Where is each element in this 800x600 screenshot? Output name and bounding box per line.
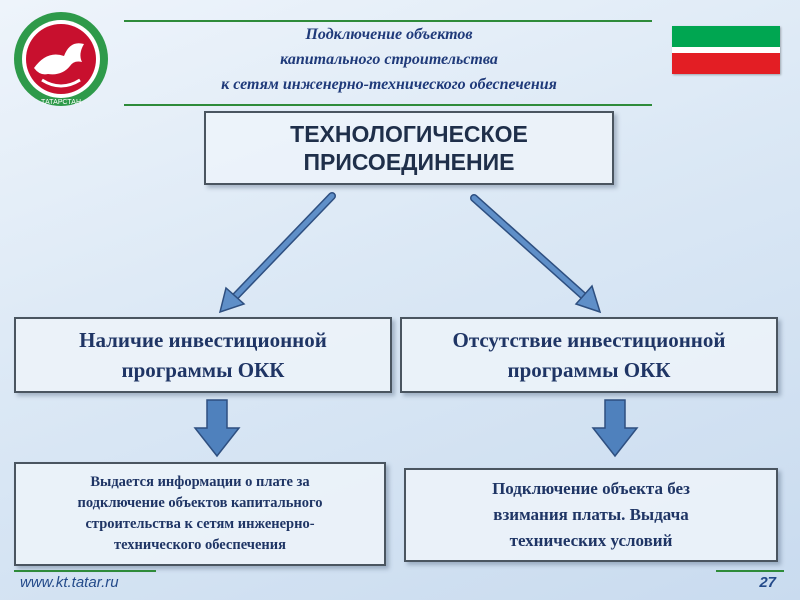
title-line: к сетям инженерно-технического обеспечен…	[221, 76, 557, 93]
footer-url[interactable]: www.kt.tatar.ru	[20, 574, 119, 591]
branch-result-line: технических условий	[509, 531, 673, 550]
branch-result-line: взимания платы. Выдача	[493, 505, 689, 524]
header-top-line	[124, 20, 652, 22]
branch-heading-box-left: Наличие инвестиционной программы ОКК	[14, 317, 392, 393]
flag-stripe-white	[672, 47, 780, 53]
arrow-right-diagonal	[470, 194, 602, 314]
arrow-left-diagonal	[218, 192, 336, 314]
emblem-icon: ТАТАРСТАН	[14, 12, 108, 106]
branch-result-line: строительства к сетям инженерно-	[85, 516, 315, 532]
branch-result-box-right: Подключение объекта без взимания платы. …	[404, 468, 778, 562]
flag-stripe-red	[672, 53, 780, 74]
header-bottom-line	[124, 104, 652, 106]
title-line: капитального строительства	[280, 51, 498, 68]
branch-result-line: подключение объектов капитального	[77, 495, 323, 511]
branch-result-line: технического обеспечения	[114, 537, 286, 553]
footer-line-right	[716, 570, 784, 572]
title-line: Подключение объектов	[305, 26, 473, 43]
branch-result-line: Выдается информации о плате за	[90, 474, 310, 490]
emblem-ring-text: ТАТАРСТАН	[41, 99, 81, 106]
branch-heading-line: Наличие инвестиционной	[79, 328, 327, 352]
tatarstan-flag	[672, 26, 780, 74]
arrow-down-right	[591, 399, 639, 458]
branch-heading-line: программы ОКК	[507, 358, 671, 382]
branch-heading-line: Отсутствие инвестиционной	[452, 328, 726, 352]
branch-heading-box-right: Отсутствие инвестиционной программы ОКК	[400, 317, 778, 393]
root-node-line: ПРИСОЕДИНЕНИЕ	[303, 149, 515, 175]
root-node-box: ТЕХНОЛОГИЧЕСКОЕ ПРИСОЕДИНЕНИЕ	[204, 111, 614, 185]
tatarstan-emblem: ТАТАРСТАН	[12, 10, 110, 108]
footer-line-left	[14, 570, 156, 572]
flag-stripe-green	[672, 26, 780, 47]
page-number: 27	[759, 574, 776, 591]
page-title: Подключение объектов капитального строит…	[128, 22, 650, 97]
branch-result-line: Подключение объекта без	[492, 479, 690, 498]
branch-heading-line: программы ОКК	[121, 358, 285, 382]
root-node-line: ТЕХНОЛОГИЧЕСКОЕ	[290, 121, 528, 147]
arrow-down-left	[193, 399, 241, 458]
branch-result-box-left: Выдается информации о плате за подключен…	[14, 462, 386, 566]
